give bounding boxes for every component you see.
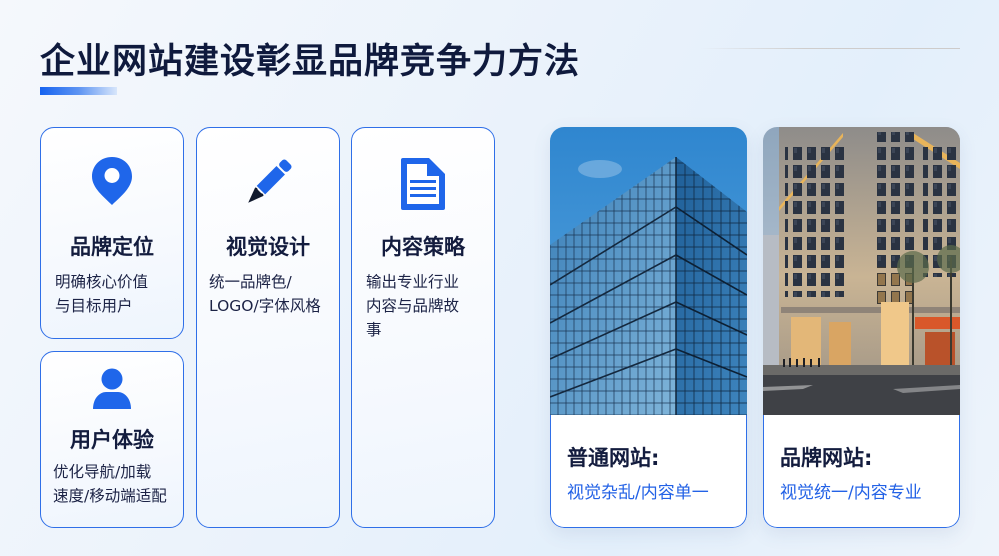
card-description-line: 统一品牌色/ bbox=[209, 273, 292, 291]
card-description: 输出专业行业 内容与品牌故 事 bbox=[366, 270, 486, 342]
card-title: 视觉设计 bbox=[226, 235, 310, 259]
comparison-caption: 普通网站: 视觉杂乱/内容单一 bbox=[550, 415, 747, 528]
comparison-card-ordinary-website: 普通网站: 视觉杂乱/内容单一 bbox=[550, 127, 747, 528]
comparison-title: 品牌网站: bbox=[780, 446, 873, 470]
page-title: 企业网站建设彰显品牌竞争力方法 bbox=[40, 42, 581, 82]
card-title: 品牌定位 bbox=[70, 235, 154, 259]
location-pin-icon bbox=[91, 156, 133, 210]
card-description-line: LOGO/字体风格 bbox=[209, 297, 321, 315]
comparison-card-brand-website: 品牌网站: 视觉统一/内容专业 bbox=[763, 127, 960, 528]
card-description-line: 优化导航/加载 bbox=[53, 463, 152, 481]
card-description-line: 与目标用户 bbox=[55, 297, 133, 315]
card-user-experience: 用户体验 优化导航/加载 速度/移动端适配 bbox=[40, 351, 184, 528]
card-title: 用户体验 bbox=[70, 428, 154, 452]
comparison-subtitle: 视觉杂乱/内容单一 bbox=[567, 483, 709, 503]
header-divider-line bbox=[700, 48, 960, 49]
pencil-icon bbox=[242, 156, 294, 214]
card-description-line: 内容与品牌故 bbox=[366, 297, 460, 315]
card-description: 优化导航/加载 速度/移动端适配 bbox=[53, 460, 175, 508]
card-description: 明确核心价值 与目标用户 bbox=[55, 270, 175, 318]
comparison-title: 普通网站: bbox=[567, 446, 660, 470]
card-description-line: 速度/移动端适配 bbox=[53, 487, 167, 505]
card-description-line: 事 bbox=[366, 321, 382, 339]
card-description: 统一品牌色/ LOGO/字体风格 bbox=[209, 270, 331, 318]
document-icon bbox=[399, 156, 447, 216]
comparison-subtitle: 视觉统一/内容专业 bbox=[780, 483, 922, 503]
title-accent-bar bbox=[40, 87, 117, 95]
card-content-strategy: 内容策略 输出专业行业 内容与品牌故 事 bbox=[351, 127, 495, 528]
card-brand-positioning: 品牌定位 明确核心价值 与目标用户 bbox=[40, 127, 184, 339]
card-description-line: 输出专业行业 bbox=[366, 273, 460, 291]
comparison-caption: 品牌网站: 视觉统一/内容专业 bbox=[763, 415, 960, 528]
card-description-line: 明确核心价值 bbox=[55, 273, 149, 291]
user-icon bbox=[92, 368, 132, 414]
card-title: 内容策略 bbox=[381, 235, 465, 259]
glass-office-building-photo bbox=[550, 127, 747, 415]
card-visual-design: 视觉设计 统一品牌色/ LOGO/字体风格 bbox=[196, 127, 340, 528]
classic-lit-corner-building-photo bbox=[763, 127, 960, 415]
